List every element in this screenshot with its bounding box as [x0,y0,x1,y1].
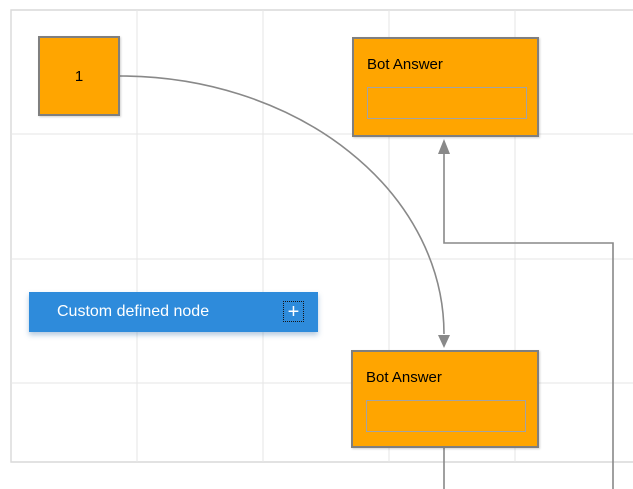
bot-answer-node-bottom[interactable]: Bot Answer [351,350,539,448]
canvas-border [10,9,633,463]
custom-node-label: Custom defined node [57,303,210,320]
canvas-border-path [10,9,633,463]
bot-answer-input[interactable] [367,87,527,119]
custom-defined-node[interactable]: Custom defined node + [29,292,318,332]
connector-curve-path[interactable] [119,75,445,335]
arrowhead-up-icon [438,139,450,154]
start-node[interactable]: 1 [38,36,120,116]
connector-curve[interactable] [119,75,450,348]
start-node-label: 1 [74,67,84,85]
plus-icon: + [287,300,300,323]
bot-answer-title: Bot Answer [367,56,443,73]
connector-orthogonal[interactable] [438,139,614,489]
bot-answer-node-top[interactable]: Bot Answer [352,37,539,137]
connector-orthogonal-path[interactable] [443,153,614,489]
bot-answer-input[interactable] [366,400,526,432]
add-node-button[interactable]: + [283,301,304,322]
arrowhead-down-icon [438,335,450,348]
bot-answer-title: Bot Answer [366,369,442,386]
